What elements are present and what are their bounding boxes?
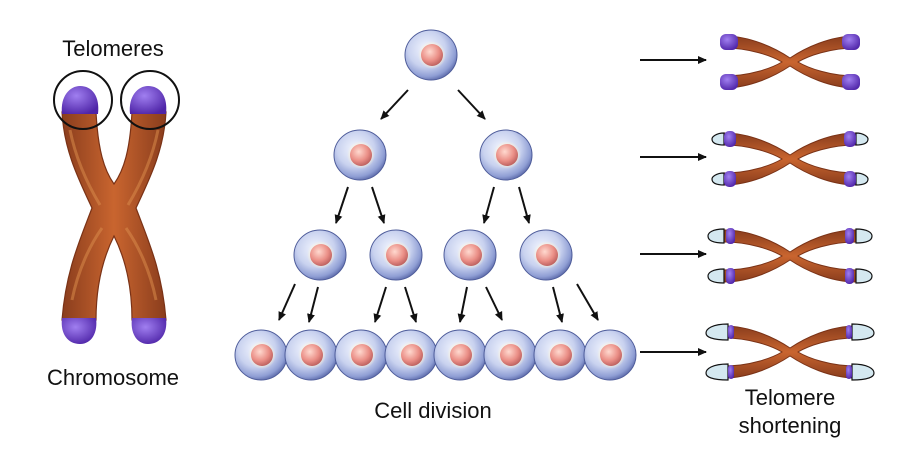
cell-icon (369, 229, 423, 281)
cell-icon (384, 329, 438, 381)
telomeres-label: Telomeres (62, 36, 163, 61)
cell-icon (533, 329, 587, 381)
arrow-icon (576, 283, 599, 321)
cell-division-label: Cell division (374, 398, 491, 423)
arrow-icon (278, 283, 296, 321)
telomere-highlight-circle-right (120, 70, 180, 130)
arrow-icon (380, 89, 409, 120)
telomere-bottom-right (131, 318, 167, 344)
telomere-shortening-label-line2: shortening (739, 413, 842, 438)
cell-icon (404, 29, 458, 81)
cell-icon (583, 329, 637, 381)
cell-icon (443, 229, 497, 281)
cell-icon (333, 129, 387, 181)
chromosome-stage-1 (720, 34, 860, 90)
arrow-icon (457, 286, 468, 323)
arrow-icon (373, 286, 387, 323)
telomere-bottom-left (61, 318, 97, 344)
arrow-icon (482, 186, 495, 224)
cell-icon (284, 329, 338, 381)
arrow-icon (334, 186, 349, 224)
cell-icon (479, 129, 533, 181)
cell-icon (433, 329, 487, 381)
chromosome-icon (61, 111, 167, 321)
arrow-icon (307, 286, 319, 323)
arrow-icon (404, 286, 418, 323)
arrow-icon (518, 186, 531, 224)
cell-icon (293, 229, 347, 281)
chromosome-stage-2 (711, 131, 869, 187)
cell-icon (519, 229, 573, 281)
telomere-highlight-circle-left (53, 70, 113, 130)
cell-icon (334, 329, 388, 381)
telomere-top-left (61, 86, 99, 114)
telomere-shortening-label-line1: Telomere (745, 385, 835, 410)
cell-division-tree (234, 29, 637, 381)
cell-icon (234, 329, 288, 381)
arrow-icon (485, 286, 503, 321)
chromosome-stage-4 (705, 323, 875, 381)
cell-icon (483, 329, 537, 381)
telomere-top-right (129, 86, 167, 114)
arrow-icon (371, 186, 386, 224)
chromosome-stage-3 (707, 228, 873, 284)
arrow-icon (457, 89, 486, 120)
arrow-icon (552, 286, 564, 323)
chromosome-label: Chromosome (47, 365, 179, 390)
